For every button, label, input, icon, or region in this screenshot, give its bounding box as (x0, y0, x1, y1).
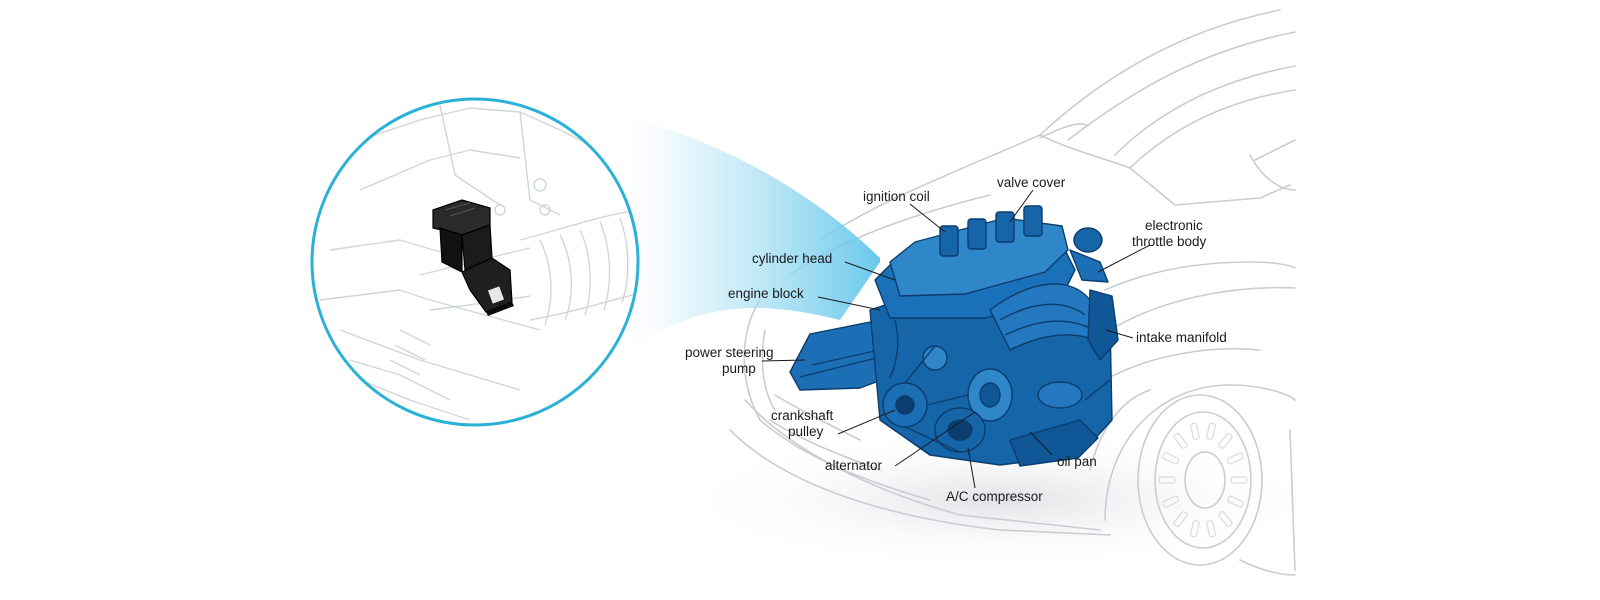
front-wheel (1137, 394, 1263, 566)
label-etb-line2: throttle body (1132, 234, 1207, 249)
label-engine-block: engine block (728, 286, 804, 301)
wheel-spoke (1158, 476, 1176, 484)
label-cylinder-head: cylinder head (752, 251, 832, 266)
wheel-spoke (1230, 476, 1248, 484)
wheel-spoke (1206, 422, 1216, 440)
label-alternator: alternator (825, 458, 883, 473)
label-psp-line2: pump (722, 361, 756, 376)
label-oil-pan: oil pan (1057, 454, 1097, 469)
label-etb-line1: electronic (1145, 218, 1203, 233)
label-valve-cover: valve cover (997, 175, 1066, 190)
wheel-spoke (1226, 452, 1244, 465)
wheel-spoke (1226, 495, 1244, 508)
mass-airflow-sensor (432, 199, 514, 316)
label-electronic-throttle-body: electronic throttle body (1132, 218, 1207, 249)
label-intake-manifold: intake manifold (1136, 330, 1227, 345)
label-cp-line1: crankshaft (771, 408, 834, 423)
wheel-spoke (1162, 495, 1180, 508)
throttle-body (1069, 227, 1109, 283)
intake-manifold (1087, 289, 1119, 361)
wheel-spoke (1218, 432, 1233, 449)
oil-pan (1009, 419, 1099, 467)
ignition-coils (939, 205, 1043, 257)
label-cp-line2: pulley (788, 424, 824, 439)
wheel-spoke (1218, 511, 1233, 528)
label-ac-compressor: A/C compressor (946, 489, 1043, 504)
engine-illustration (789, 205, 1119, 467)
wheel-spoke (1190, 422, 1200, 440)
label-power-steering-pump: power steering pump (685, 345, 777, 376)
label-ignition-coil: ignition coil (863, 189, 930, 204)
ground-shadow (670, 430, 1330, 570)
wheel-spoke (1173, 432, 1188, 449)
callout-beam (618, 115, 880, 360)
wheel-spoke (1206, 520, 1216, 538)
label-crankshaft-pulley: crankshaft pulley (771, 408, 837, 439)
component-labels: ignition coil valve cover electronic thr… (685, 175, 1227, 504)
inset-magnified-view (310, 97, 640, 427)
wheel-spoke (1190, 520, 1200, 538)
wheel-spoke (1173, 511, 1188, 528)
label-psp-line1: power steering (685, 345, 774, 360)
leader-lines (761, 189, 1151, 489)
car-outline (729, 9, 1296, 576)
wheel-spoke (1162, 452, 1180, 465)
power-steering-pulley (922, 345, 948, 371)
inset-ring (310, 97, 640, 427)
oil-filter (1037, 381, 1083, 409)
